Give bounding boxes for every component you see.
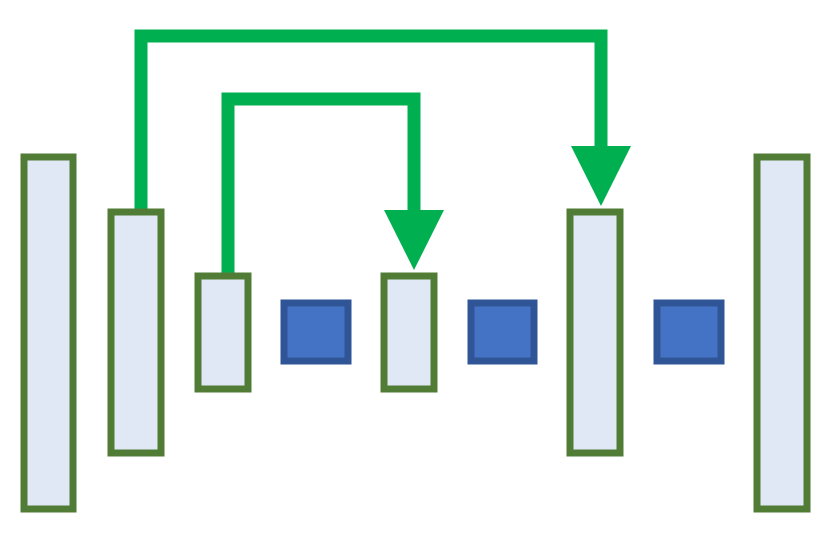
encoder-layer-1 [20, 153, 77, 513]
bottleneck-block-1 [280, 299, 352, 365]
encoder-layer-2 [107, 208, 165, 457]
decoder-layer-1 [753, 153, 811, 513]
skip-arrow-outer [134, 29, 631, 215]
decoder-layer-3 [380, 272, 438, 393]
blocks [280, 299, 725, 365]
encoder-layer-3 [194, 272, 252, 393]
layers [20, 153, 811, 513]
skip-connections [134, 29, 631, 280]
bottleneck-block-2 [467, 299, 538, 365]
skip-arrow-inner [221, 92, 444, 280]
bottleneck-block-3 [653, 299, 725, 365]
decoder-layer-2 [566, 208, 624, 457]
